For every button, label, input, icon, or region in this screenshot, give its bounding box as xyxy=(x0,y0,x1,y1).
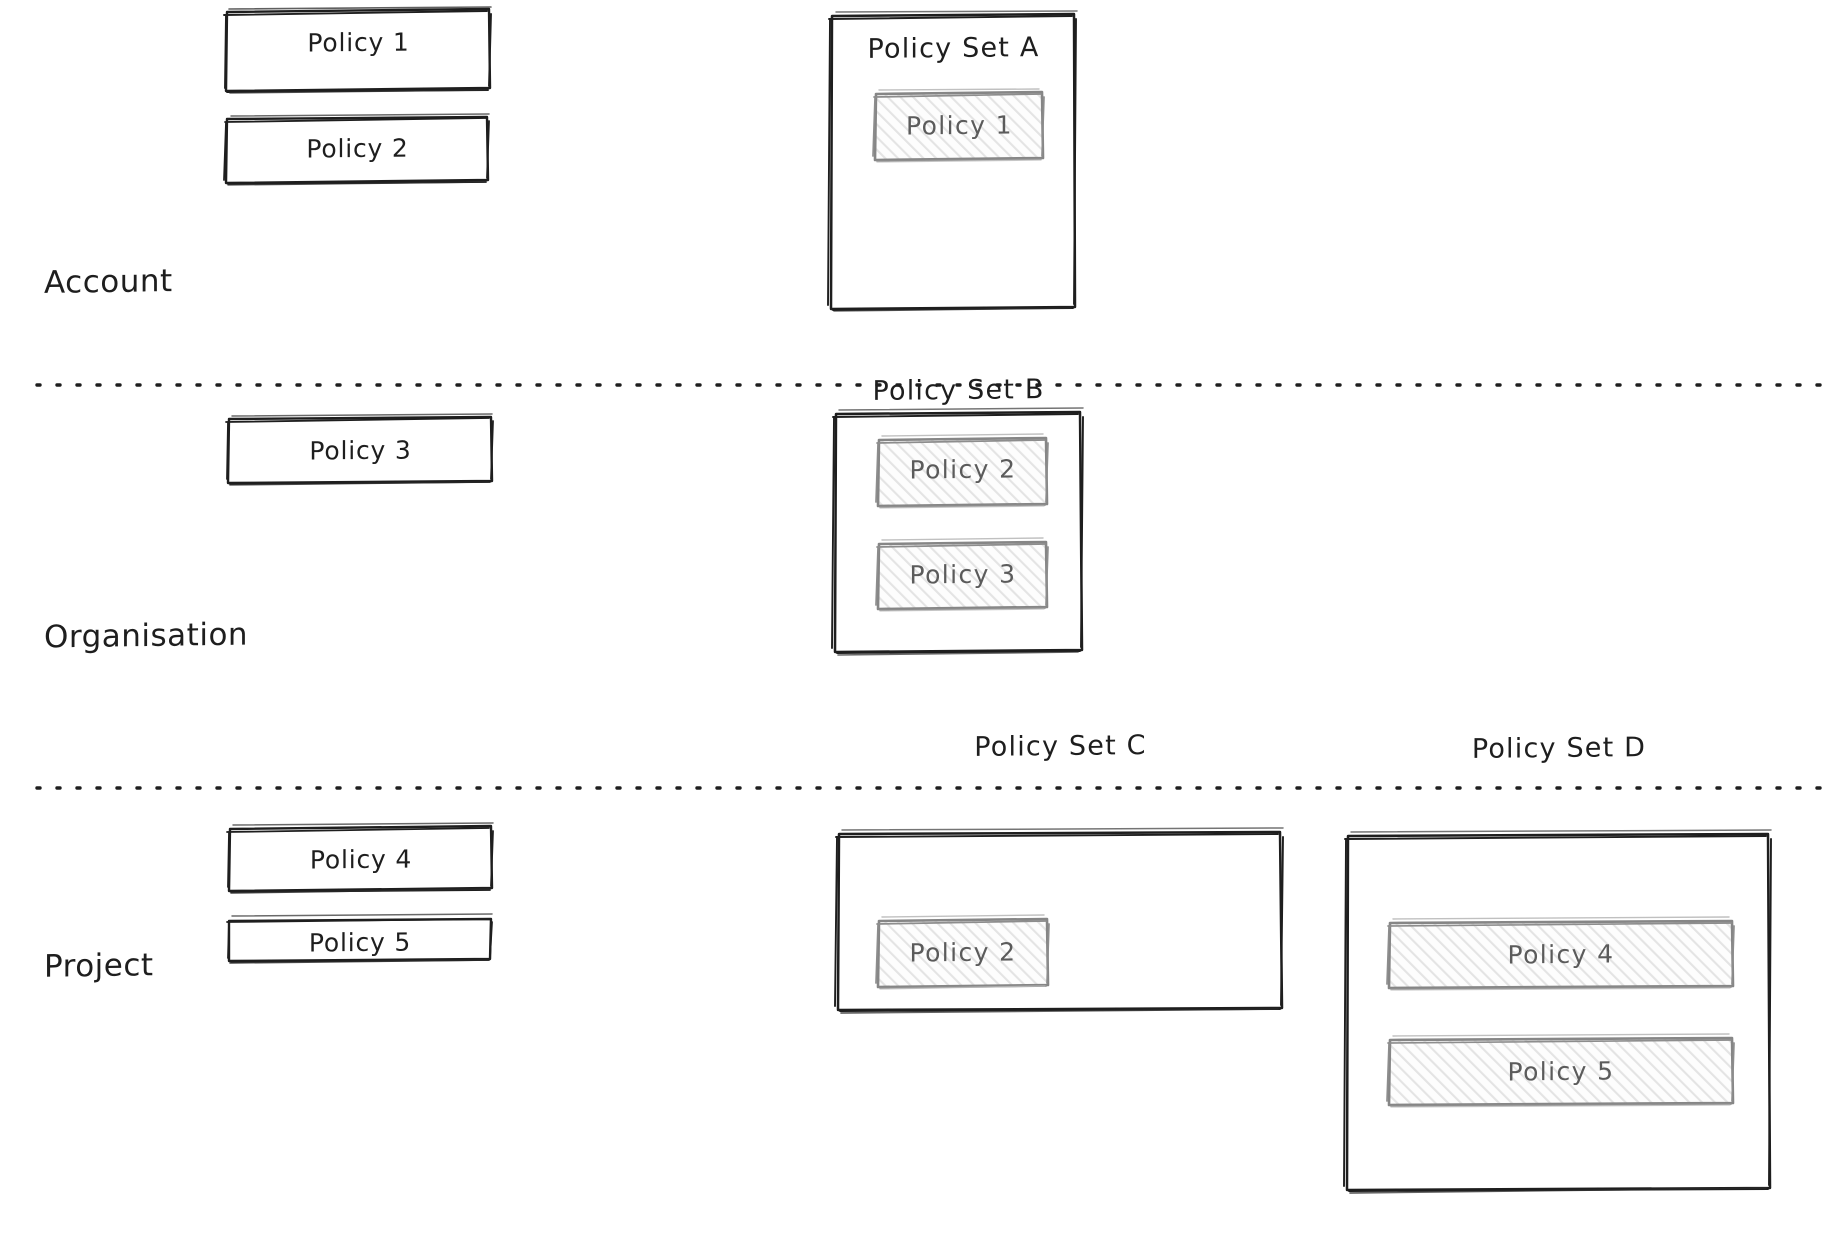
set-c-member-1-shape[interactable] xyxy=(875,914,1050,990)
policy-2-shape[interactable] xyxy=(223,113,490,186)
set-b-member-1-shape[interactable] xyxy=(875,433,1049,509)
set-b-member-2-shape[interactable] xyxy=(875,537,1049,612)
policy-5-shape[interactable] xyxy=(226,913,493,964)
policy-1-shape[interactable] xyxy=(223,6,492,94)
set-d-member-1-shape[interactable] xyxy=(1386,916,1735,991)
set-a-member-1-shape[interactable] xyxy=(872,88,1045,163)
policy-3-shape[interactable] xyxy=(225,413,494,486)
policy-4-shape[interactable] xyxy=(226,822,494,894)
policy-set-d-shape[interactable] xyxy=(1343,829,1772,1194)
set-d-member-2-shape[interactable] xyxy=(1386,1033,1735,1108)
